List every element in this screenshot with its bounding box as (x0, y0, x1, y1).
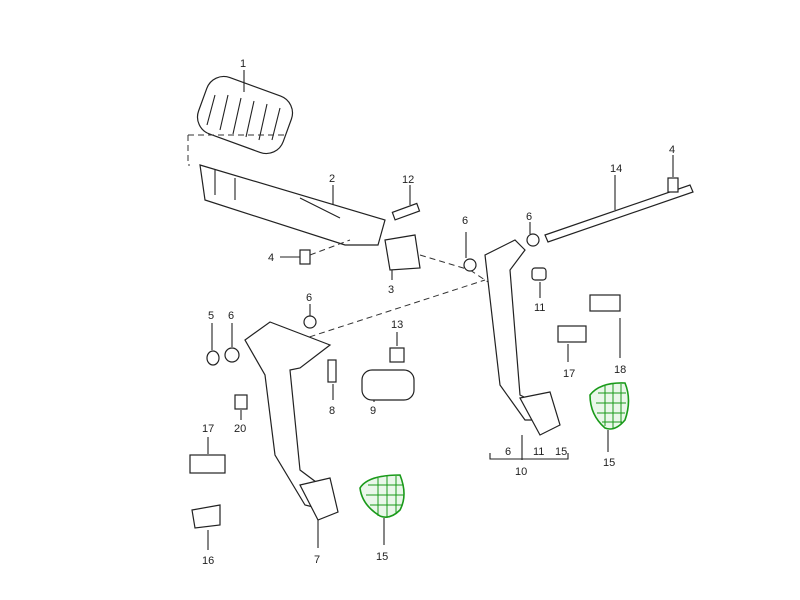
brake-pedal-part[interactable] (484, 239, 561, 460)
label-6-mid: 6 (462, 215, 468, 227)
label-10-sub-11: 11 (533, 446, 544, 458)
label-1: 1 (240, 58, 246, 70)
pedal-pad-highlighted[interactable] (359, 474, 405, 545)
pin-part[interactable] (327, 359, 337, 383)
label-15-right: 15 (603, 457, 615, 469)
clip-part[interactable] (667, 177, 679, 193)
label-2: 2 (329, 173, 335, 185)
pedal-bracket-part[interactable] (199, 164, 386, 246)
label-10-sub-6: 6 (505, 446, 511, 458)
label-20: 20 (234, 423, 246, 435)
label-18: 18 (614, 364, 626, 376)
label-14: 14 (610, 163, 622, 175)
cylinder-part[interactable] (361, 369, 415, 401)
label-8: 8 (329, 405, 335, 417)
bushing-part[interactable] (303, 315, 317, 329)
shaft-part[interactable] (544, 184, 694, 243)
label-3: 3 (388, 284, 394, 296)
washer-part[interactable] (206, 350, 220, 366)
bolt-part[interactable] (391, 185, 421, 221)
pedal-pad-highlighted[interactable] (589, 382, 630, 452)
rubber-boot-part[interactable] (192, 70, 297, 159)
label-16: 16 (202, 555, 214, 567)
switch-bracket-part[interactable] (191, 504, 221, 529)
switch-part[interactable] (557, 325, 587, 343)
label-9: 9 (370, 405, 376, 417)
switch-part[interactable] (189, 454, 226, 474)
label-10: 10 (515, 466, 527, 478)
sleeve-part[interactable] (389, 347, 405, 363)
bushing-part[interactable] (463, 258, 477, 272)
label-6-clutch: 6 (306, 292, 312, 304)
label-4-left: 4 (268, 252, 274, 264)
label-5: 5 (208, 310, 214, 322)
label-15-left: 15 (376, 551, 388, 563)
label-4-right: 4 (669, 144, 675, 156)
label-7: 7 (314, 554, 320, 566)
small-bushing-part[interactable] (531, 267, 547, 281)
clutch-pedal-part[interactable] (244, 321, 339, 548)
label-11: 11 (534, 302, 545, 314)
nut-part[interactable] (224, 347, 240, 363)
label-12: 12 (402, 174, 414, 186)
switch-part[interactable] (589, 294, 621, 312)
label-17-right: 17 (563, 368, 575, 380)
clip-part[interactable] (234, 394, 248, 410)
label-6-right: 6 (526, 211, 532, 223)
label-6-nut: 6 (228, 310, 234, 322)
label-13: 13 (391, 319, 403, 331)
label-10-sub-15: 15 (555, 446, 567, 458)
bushing-part[interactable] (526, 233, 540, 247)
label-17-left: 17 (202, 423, 214, 435)
bracket-plate-part[interactable] (384, 234, 421, 271)
clip-part[interactable] (299, 249, 311, 265)
